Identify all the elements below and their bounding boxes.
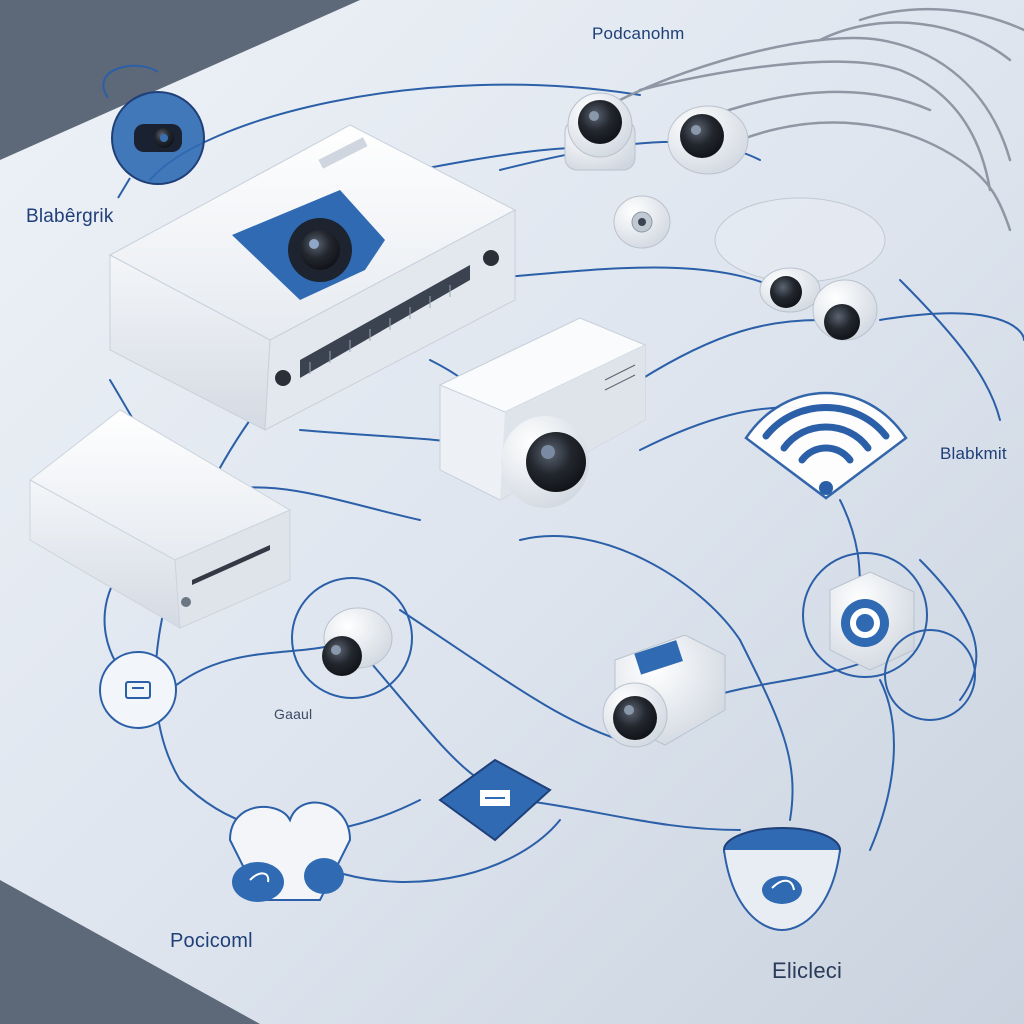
storage-icon [100,652,176,728]
cloud-icon [230,803,350,902]
label-bottom-left: Pocicoml [170,930,253,953]
label-right: Blabkmit [940,444,1007,464]
camera-icon [565,93,635,170]
label-middle: Gaaul [274,706,312,722]
camera-icon [614,196,670,248]
camera-icon [668,106,748,174]
label-left: Blabêrgrik [26,206,114,228]
label-top: Podcanohm [592,24,685,44]
label-bottom-right: Elicleci [772,958,842,984]
